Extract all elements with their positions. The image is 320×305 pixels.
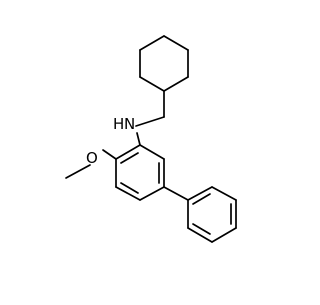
cyclohexyl-ring <box>139 35 189 92</box>
methoxy-group <box>65 149 117 179</box>
amine-h-label: H <box>113 115 124 133</box>
methylene-linker <box>135 90 165 127</box>
oxygen-label: O <box>86 149 98 167</box>
amine-n-label: N <box>124 115 135 133</box>
biaryl-bond <box>163 186 189 201</box>
structure-canvas: H N O <box>65 35 237 243</box>
molecule-diagram: H N O <box>65 35 237 243</box>
amine-aryl-bond <box>136 132 141 146</box>
central-benzene-ring <box>115 144 165 201</box>
phenyl-ring <box>187 186 237 243</box>
